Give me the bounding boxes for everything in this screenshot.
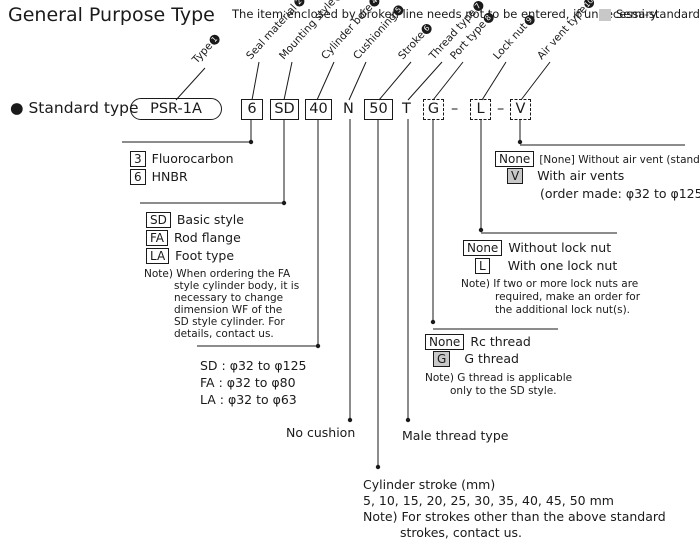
locknut-note-3: the additional lock nut(s).	[495, 304, 631, 316]
airvent-option-none: None[None] Without air vent (standard)	[495, 151, 700, 167]
mounting-note-5: SD style cylinder. For	[174, 316, 285, 328]
model-base-pill: PSR-1A	[130, 98, 222, 120]
mounting-note-3: necessary to change	[174, 292, 284, 304]
mounting-note-4: dimension WF of the	[174, 304, 283, 316]
semi-standard-label: Semi-standard	[616, 7, 700, 21]
field-mounting-style: SD	[270, 99, 299, 120]
field-stroke: 50	[364, 99, 393, 120]
field-air-vent: V	[510, 99, 531, 120]
stroke-values: 5, 10, 15, 20, 25, 30, 35, 40, 45, 50 mm	[363, 493, 614, 508]
port-note-2: only to the SD style.	[450, 385, 557, 397]
airvent-v-extra: (order made: φ32 to φ125)	[540, 186, 700, 201]
port-note-1: Note) G thread is applicable	[425, 372, 573, 384]
field-cylinder-bore: 40	[305, 99, 332, 120]
page-title: General Purpose Type	[8, 4, 215, 26]
stroke-note-2: strokes, contact us.	[400, 525, 523, 540]
mounting-note-1: Note) When ordering the FA	[144, 268, 291, 280]
stroke-title: Cylinder stroke (mm)	[363, 477, 496, 492]
field-seal-material: 6	[241, 99, 263, 120]
bore-fa: FA : φ32 to φ80	[200, 375, 296, 390]
field-thread-type: T	[402, 101, 411, 117]
mounting-note-2: style cylinder body, it is	[174, 280, 300, 292]
field-port-type: G	[423, 99, 444, 120]
stroke-note-1: Note) For strokes other than the above s…	[363, 509, 666, 524]
locknut-note-2: required, make an order for	[495, 291, 641, 303]
broken-line-note: The item enclosed by broken line needs n…	[232, 7, 659, 21]
field-cushioning: N	[343, 101, 354, 117]
standard-type-label: ● Standard type	[10, 99, 139, 117]
field-dash-1: –	[451, 101, 459, 117]
cushion-text: No cushion	[286, 425, 356, 440]
locknut-note-1: Note) If two or more lock nuts are	[461, 278, 639, 290]
field-lock-nut: L	[470, 99, 491, 120]
thread-text: Male thread type	[402, 428, 509, 443]
mounting-note-6: details, contact us.	[174, 328, 274, 340]
bore-la: LA : φ32 to φ63	[200, 392, 297, 407]
semi-standard-swatch	[599, 9, 611, 21]
bore-sd: SD : φ32 to φ125	[200, 358, 307, 373]
field-dash-2: –	[497, 101, 505, 117]
